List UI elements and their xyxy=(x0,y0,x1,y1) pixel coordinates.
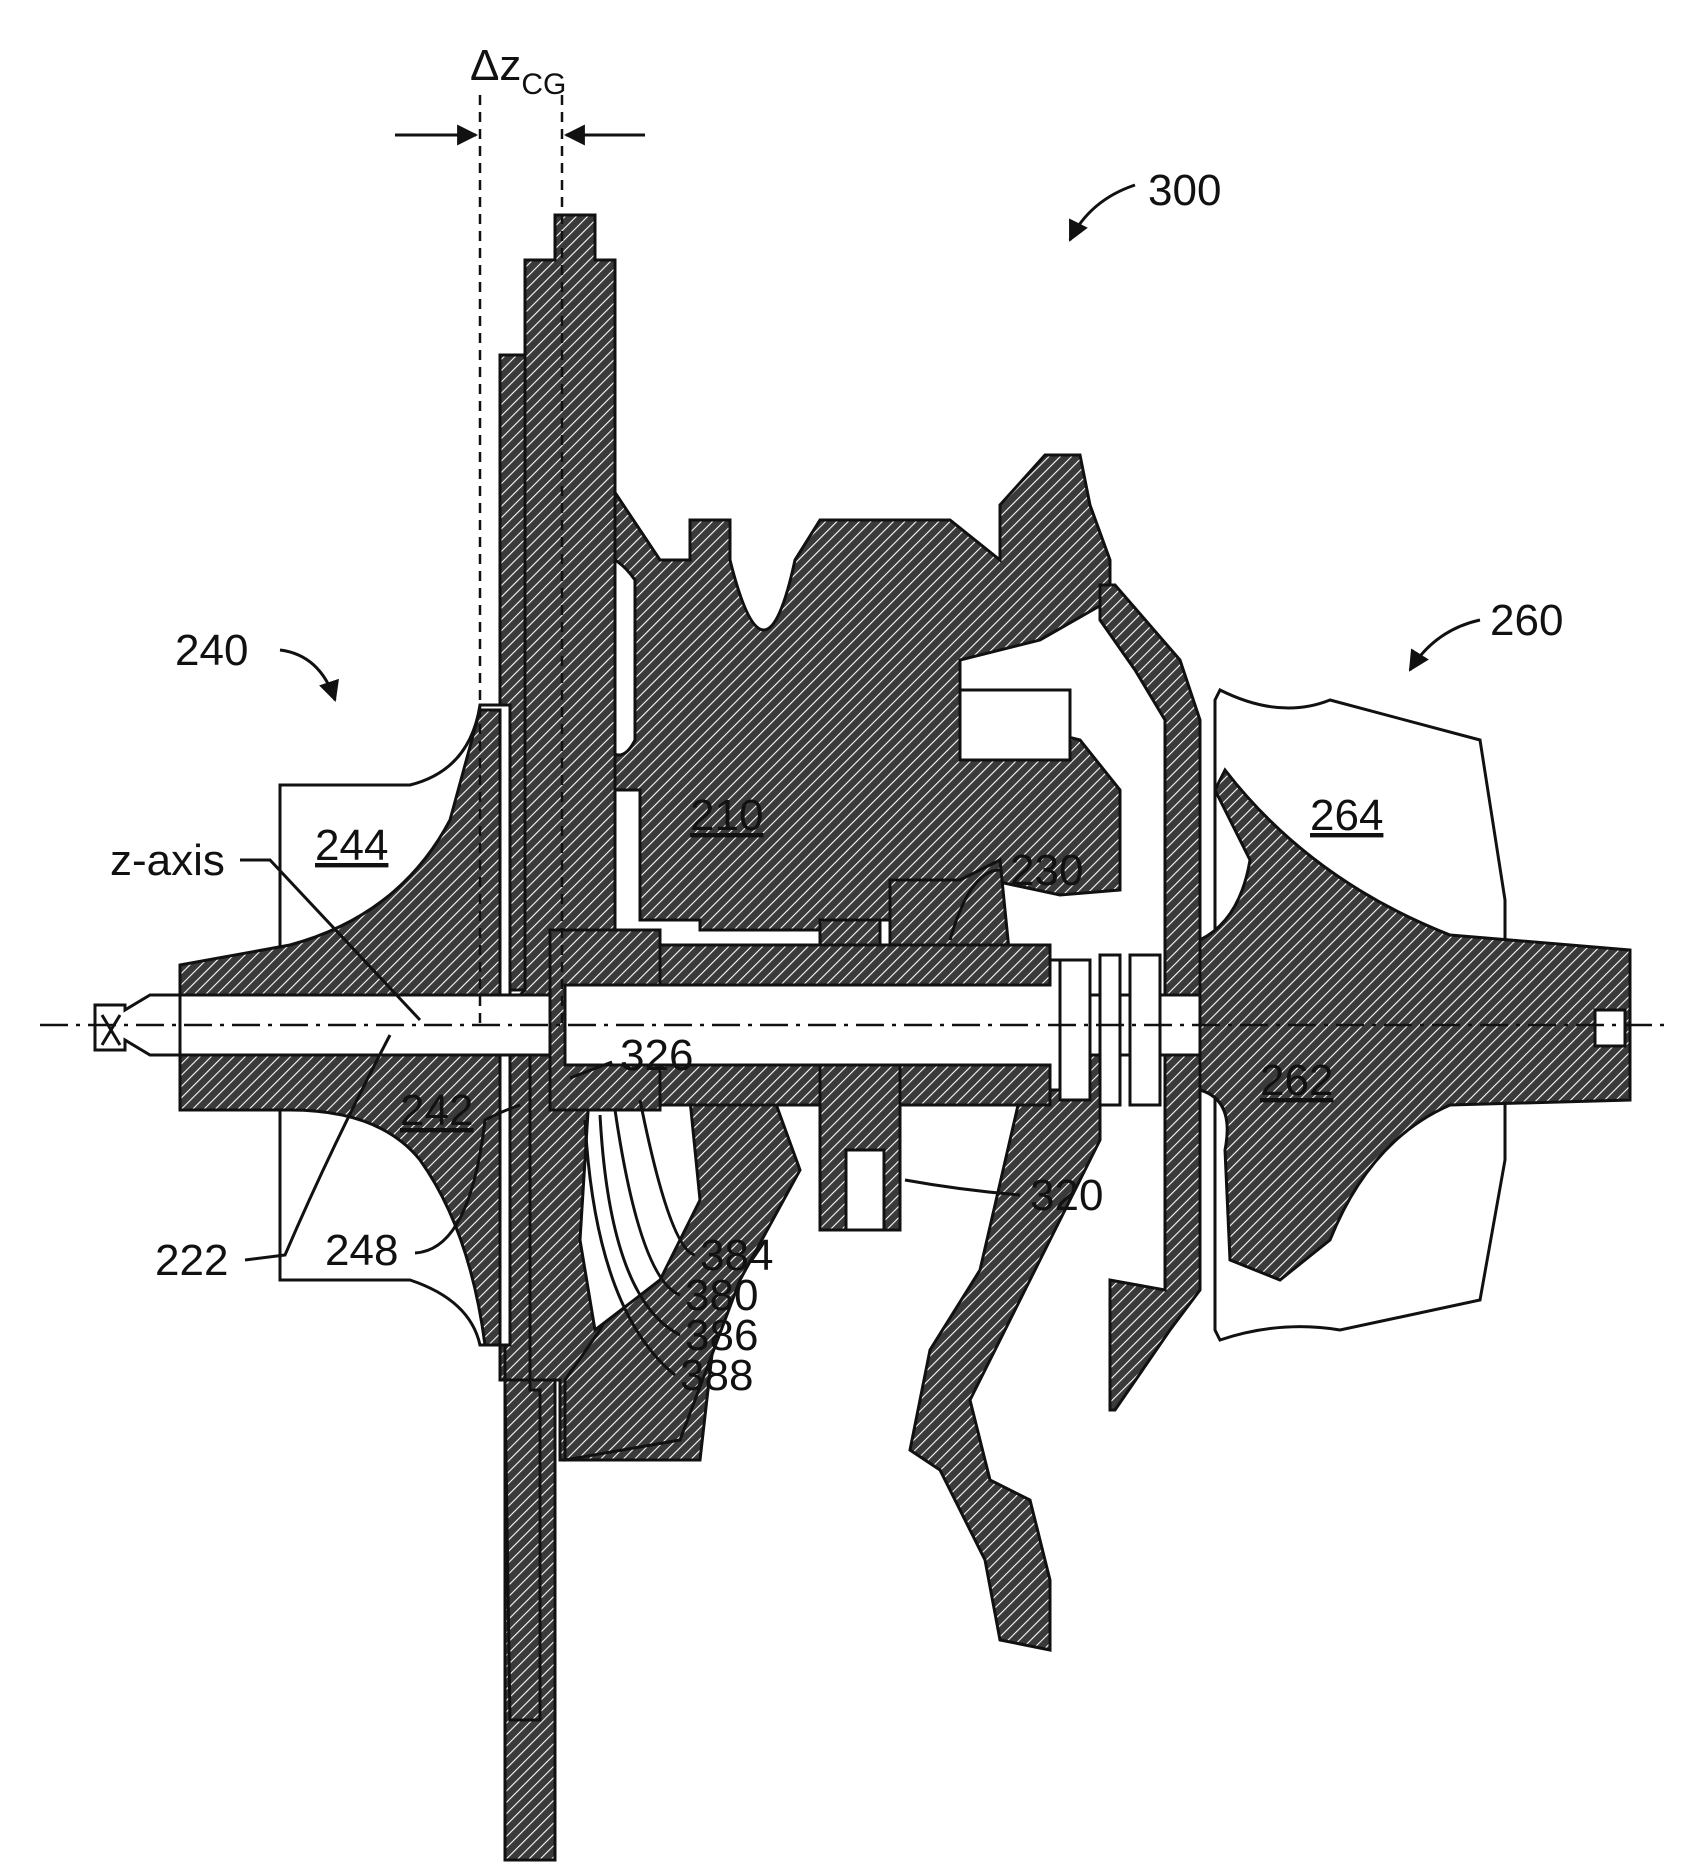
label-380: 380 xyxy=(685,1271,758,1320)
leader-240 xyxy=(279,648,339,702)
label-300: 300 xyxy=(1148,166,1221,215)
label-262: 262 xyxy=(1260,1056,1333,1105)
housing-cavity-right xyxy=(958,688,1072,762)
piston-ring-grooves xyxy=(1058,953,1162,1107)
leader-326 xyxy=(569,1060,613,1080)
label-z-axis: z-axis xyxy=(110,836,225,885)
label-242: 242 xyxy=(400,1086,473,1135)
label-248: 248 xyxy=(325,1226,398,1275)
label-388: 388 xyxy=(680,1351,753,1400)
label-260: 260 xyxy=(1490,596,1563,645)
nut-detail xyxy=(100,999,292,1051)
leader-248 xyxy=(414,1103,521,1255)
turbine-housing-lower xyxy=(908,1008,1102,1652)
label-230: 230 xyxy=(1010,846,1083,895)
label-222: 222 xyxy=(155,1236,228,1285)
label-240: 240 xyxy=(175,626,248,675)
leader-320 xyxy=(904,1178,1021,1197)
heat-shield xyxy=(1098,583,1202,1412)
label-264: 264 xyxy=(1310,791,1383,840)
turbine-wheel-hub xyxy=(1198,767,1632,1282)
label-326: 326 xyxy=(620,1031,693,1080)
leader-260 xyxy=(1408,618,1481,672)
delta-z-cg-label: ΔzCG xyxy=(470,41,566,101)
journal-bearing-upper xyxy=(658,943,1052,987)
pin-insert xyxy=(844,1148,886,1232)
leader-z-axis xyxy=(240,858,422,1022)
turbine-tip-bore xyxy=(1593,1008,1627,1048)
thrust-collar xyxy=(548,928,662,1112)
leader-230 xyxy=(948,868,1001,941)
label-384: 384 xyxy=(700,1231,773,1280)
label-210: 210 xyxy=(690,791,763,840)
leader-384 xyxy=(638,1099,696,1257)
label-386: 386 xyxy=(685,1311,758,1360)
compressor-wheel-hub xyxy=(178,708,502,997)
leader-380 xyxy=(613,1109,681,1297)
leader-300 xyxy=(1068,183,1136,242)
bearing-retainer-upper xyxy=(818,918,882,947)
compressor-wheel-hub-lower xyxy=(178,1053,502,1347)
leader-222 xyxy=(244,1034,392,1262)
leader-388 xyxy=(583,1119,676,1377)
leader-386 xyxy=(598,1114,681,1337)
label-244: 244 xyxy=(315,821,388,870)
label-320: 320 xyxy=(1030,1171,1103,1220)
